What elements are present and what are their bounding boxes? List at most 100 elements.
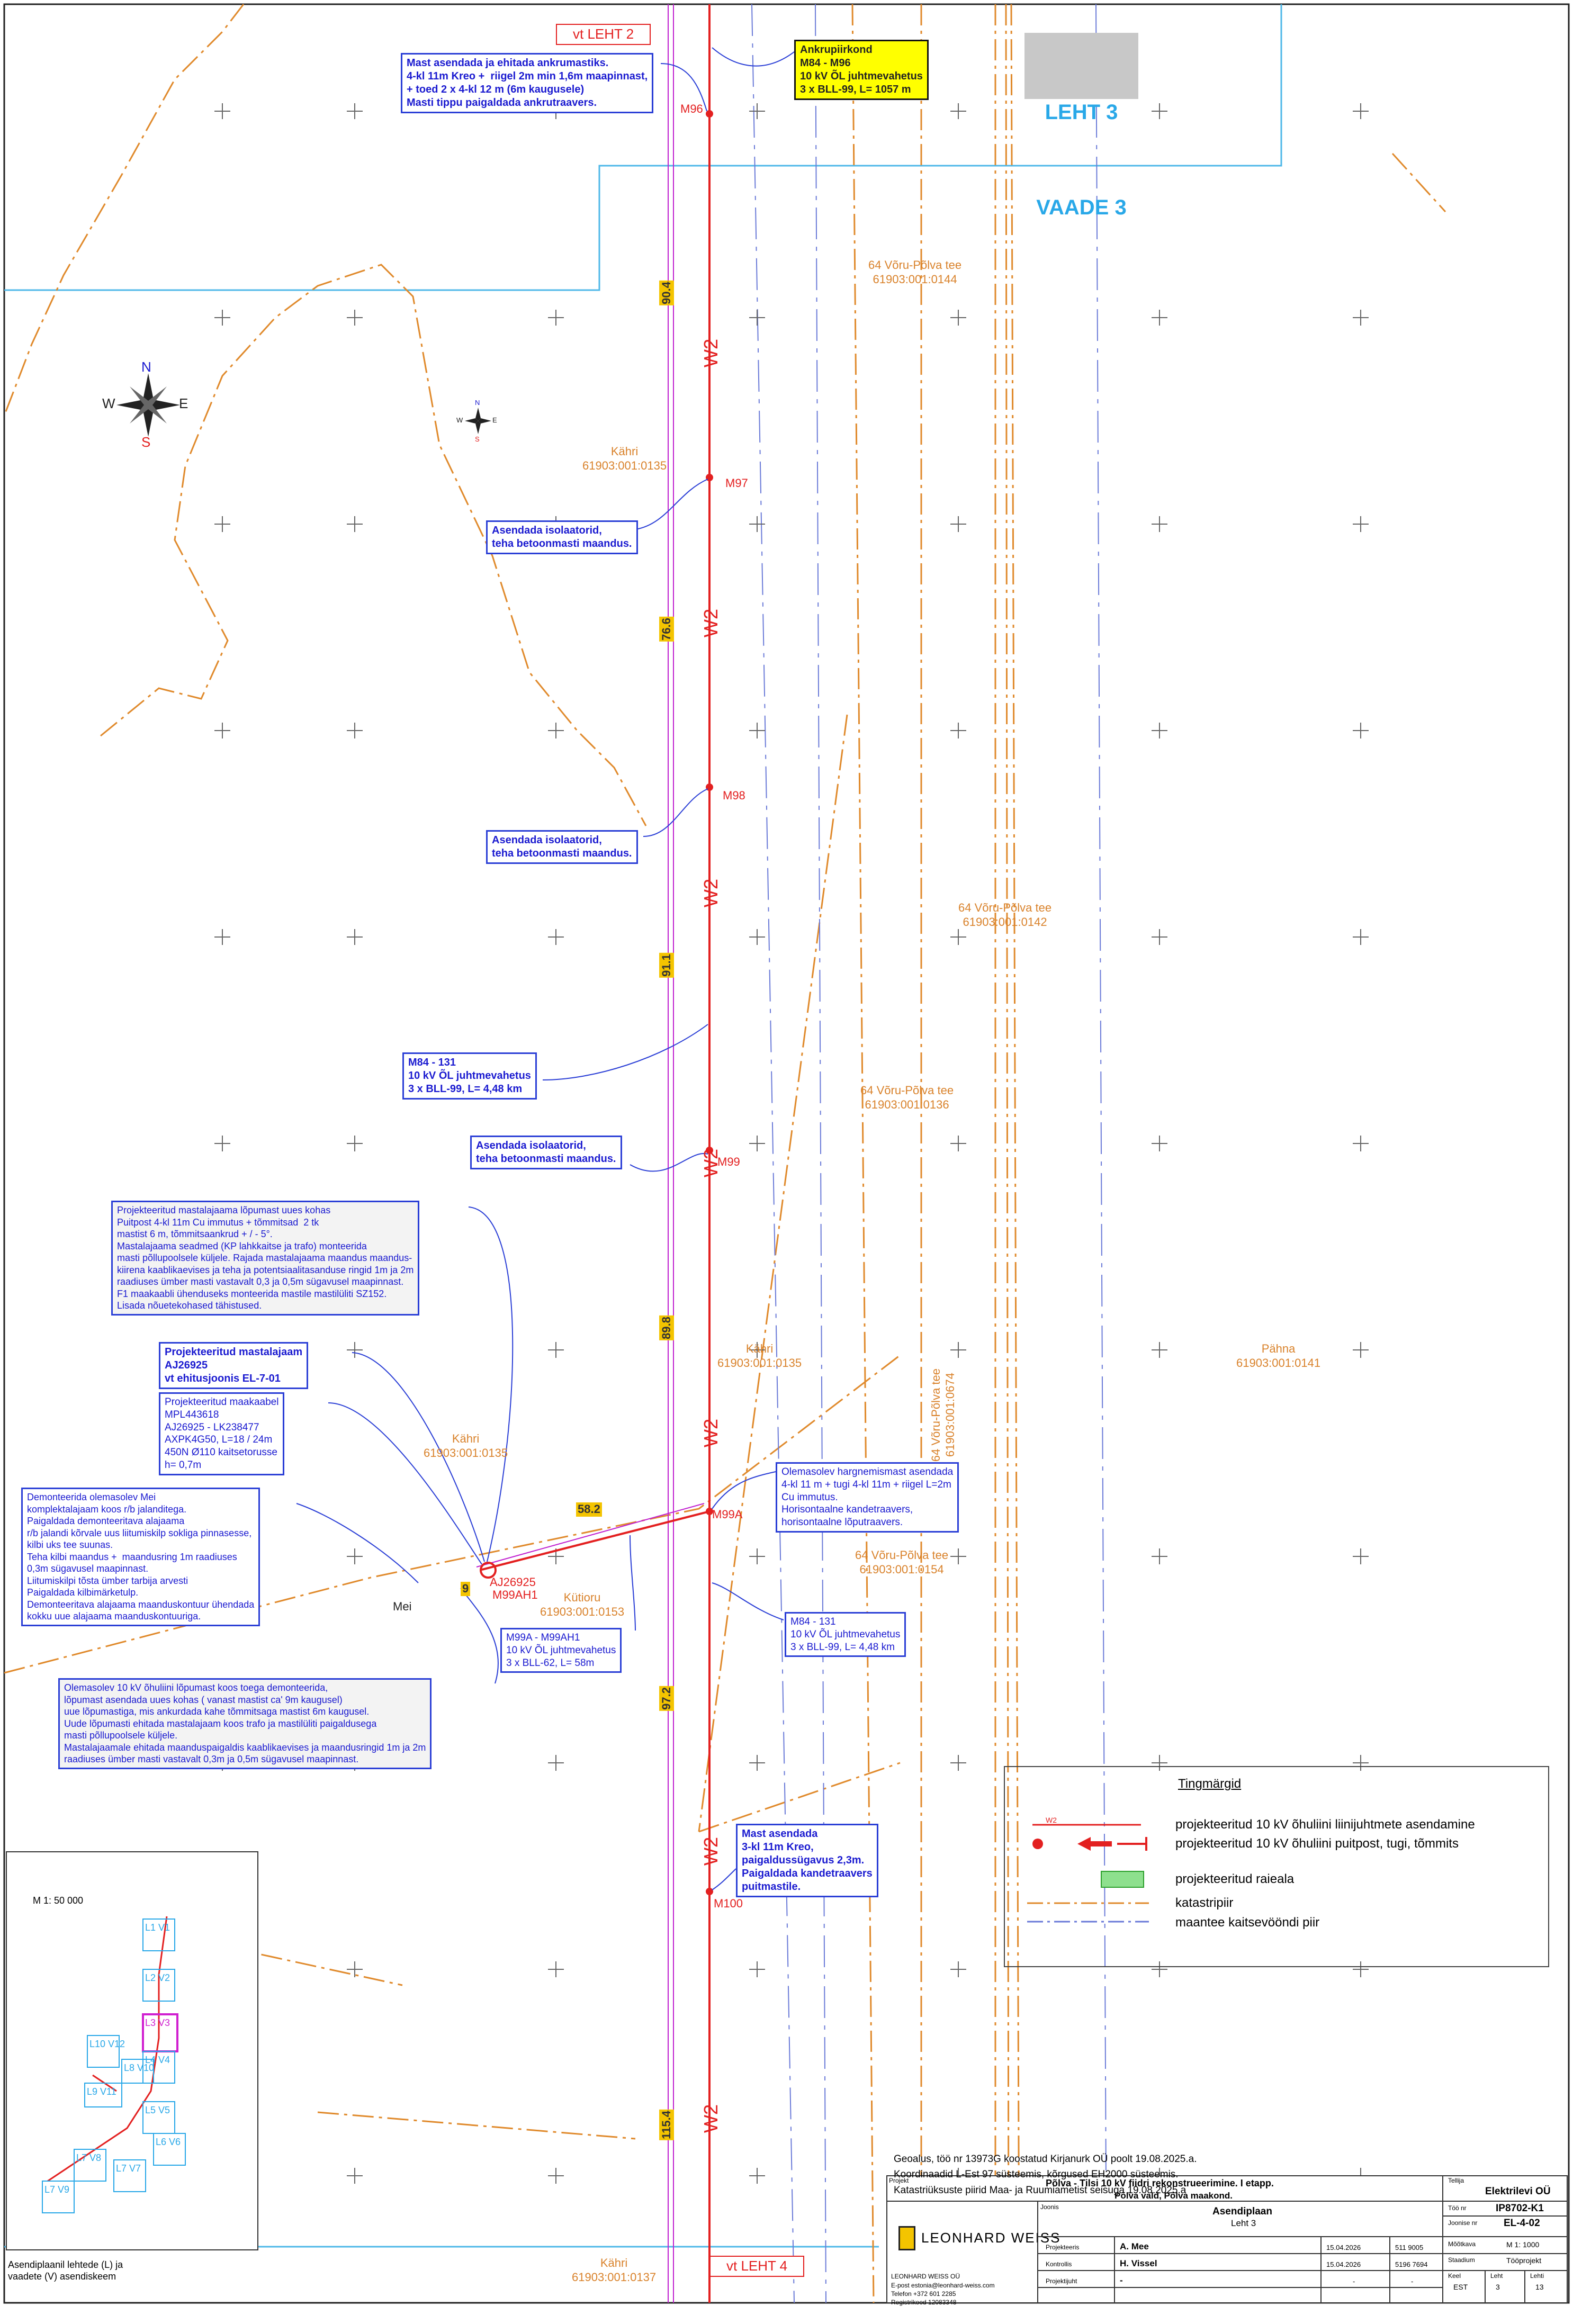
- inset-map-graphics: [6, 1851, 258, 2250]
- inset-tile-label: L10 V12: [89, 2039, 125, 2049]
- inset-tile-label: L2 V2: [145, 1972, 170, 1983]
- title-block-lines: [887, 2176, 1567, 2303]
- note-line: Mast asendada ja ehitada ankrumastiks.: [407, 57, 609, 69]
- mast-label-M96: M96: [680, 102, 703, 115]
- note-line: Projekteeritud mastalajaama lõpumast uue…: [117, 1205, 331, 1215]
- inset-scale: M 1: 50 000: [33, 1895, 84, 1906]
- tb-projekt-value2: Põlva vald, Põlva maakond.: [1114, 2191, 1233, 2201]
- note-line: Horisontaalne kandetraavers,: [781, 1504, 913, 1516]
- inset-tile: [142, 1969, 175, 2002]
- inset-tile-label: L6 V6: [156, 2137, 181, 2147]
- inset-tile-label: L3 V3: [145, 2017, 170, 2028]
- span-length: 97.2: [659, 1686, 674, 1711]
- note-line: 4-kl 11m Kreo + riigel 2m min 1,6m maapi…: [407, 70, 648, 82]
- compass-rose-small: [465, 408, 491, 434]
- note-line: masti põllupoolsele küljele. Rajada mast…: [117, 1253, 412, 1263]
- next-sheet-link[interactable]: vt LEHT 4: [709, 2256, 805, 2277]
- note-line: Mastalajaamale ehitada maanduspaigaldis …: [64, 1742, 426, 1753]
- line-code-label: W2: [700, 609, 722, 637]
- tb-row-role: Projekteeris: [1046, 2244, 1080, 2251]
- mast-marker-M96[interactable]: [706, 110, 713, 118]
- note-line: 10 kV ÕL juhtmevahetus: [800, 70, 923, 82]
- note-line: r/b jalandi kõrvale uus liitumiskilp sok…: [27, 1527, 252, 1538]
- legend-title: Tingmärgid: [1178, 1777, 1242, 1791]
- note-line: Olemasolev 10 kV õhuliini lõpumast koos …: [64, 1682, 328, 1693]
- note-line: Mastalajaama seadmed (KP lahkkaitse ja t…: [117, 1240, 367, 1251]
- line-code-label: W2: [700, 1837, 722, 1866]
- note-line: raadiuses ümber masti vastavalt 0,3 ja 0…: [117, 1276, 404, 1287]
- compass-small-west: W: [456, 416, 463, 424]
- span-length: 90.4: [659, 281, 674, 305]
- tb-joonis-value2: Leht 3: [1231, 2218, 1256, 2228]
- mast-marker-M100[interactable]: [706, 1888, 713, 1895]
- mast-label-M99AH1: M99AH1: [492, 1588, 538, 1601]
- compass-west: W: [102, 395, 115, 411]
- note-line: Asendada isolaatorid,: [492, 525, 602, 536]
- note-line: 3 x BLL-62, L= 58m: [506, 1657, 595, 1669]
- prev-sheet-link[interactable]: vt LEHT 2: [556, 24, 651, 45]
- road-protection-zone: [751, 4, 1107, 2303]
- mast-marker-M99[interactable]: [706, 1147, 713, 1154]
- note-line: 0,3m sügavusel maapinnast.: [27, 1563, 149, 1574]
- sheet-label: LEHT 3 VAADE 3: [1024, 33, 1138, 219]
- tb-row-date: 15.04.2026: [1326, 2244, 1361, 2251]
- note-line: AXPK4G50, L=18 / 24m: [165, 1434, 273, 1446]
- tb-row-date: -: [1353, 2277, 1355, 2285]
- tb-lehti-label: Lehti: [1530, 2272, 1544, 2280]
- span-length: 76.6: [659, 617, 674, 642]
- mast-marker-M99A[interactable]: [706, 1508, 713, 1515]
- company-logo: [898, 2226, 915, 2250]
- note-line: 10 kV ÕL juhtmevahetus: [506, 1644, 616, 1656]
- inset-tile: [87, 2035, 120, 2068]
- mei-label: Mei: [393, 1600, 412, 1613]
- note-line: kiirena kaablikaevises ja teha ja potent…: [117, 1264, 414, 1275]
- note-line: 10 kV ÕL juhtmevahetus: [790, 1628, 901, 1640]
- note-line: masti põllupoolsele küljele.: [64, 1730, 178, 1741]
- note-line: teha betoonmasti maandus.: [476, 1153, 616, 1165]
- tb-company: LEONHARD WEISS: [921, 2230, 1061, 2246]
- note-line: Ankrupiirkond: [800, 44, 873, 56]
- tb-staadium-value: Tööprojekt: [1506, 2256, 1542, 2265]
- compass-north: N: [141, 359, 151, 375]
- note-line: Paigaldada kilbimärketulp.: [27, 1587, 139, 1598]
- legend-item: maantee kaitsevööndi piir: [1175, 1915, 1320, 1930]
- view-boundary-line: [4, 4, 1282, 291]
- note-line: teha betoonmasti maandus.: [492, 538, 632, 550]
- legend-w2-sample: W2: [1046, 1816, 1057, 1824]
- footer-notes: Geoalus, töö nr 13973G koostatud Kirjanu…: [894, 2153, 1197, 2196]
- note-line: 3 x BLL-99, L= 4,48 km: [408, 1083, 523, 1095]
- inset-tile-label: L9 V11: [87, 2086, 116, 2097]
- tb-row-name: A. Mee: [1120, 2241, 1149, 2251]
- tb-keel-value: EST: [1453, 2283, 1468, 2291]
- inset-tile-label: L8 V10: [124, 2062, 155, 2073]
- line-code-label: W2: [700, 879, 722, 907]
- note-line: vt ehitusjoonis EL-7-01: [165, 1373, 281, 1384]
- note-line: Projekteeritud maakaabel: [165, 1397, 279, 1408]
- inset-tile-label: L5 V5: [145, 2105, 170, 2115]
- note-existing-end-mast: Olemasolev 10 kV õhuliini lõpumast koos …: [58, 1678, 432, 1769]
- mast-marker-M99AH1[interactable]: [480, 1562, 497, 1579]
- tb-projekt-value: Põlva - Tilsi 10 kV fiidri rekonstrueeri…: [1046, 2178, 1274, 2188]
- note-line: lõpumast asendada uues kohas ( vanast ma…: [64, 1694, 343, 1705]
- note-line: paigaldussügavus 2,3m.: [742, 1854, 865, 1866]
- tb-row-phone: 5196 7694: [1395, 2260, 1428, 2268]
- note-line: kokku uue alajaama maanduskontuuriga.: [27, 1611, 201, 1622]
- inset-tile: [121, 2059, 154, 2084]
- span-length: 89.8: [659, 1316, 674, 1340]
- note-line: puitmastile.: [742, 1881, 801, 1893]
